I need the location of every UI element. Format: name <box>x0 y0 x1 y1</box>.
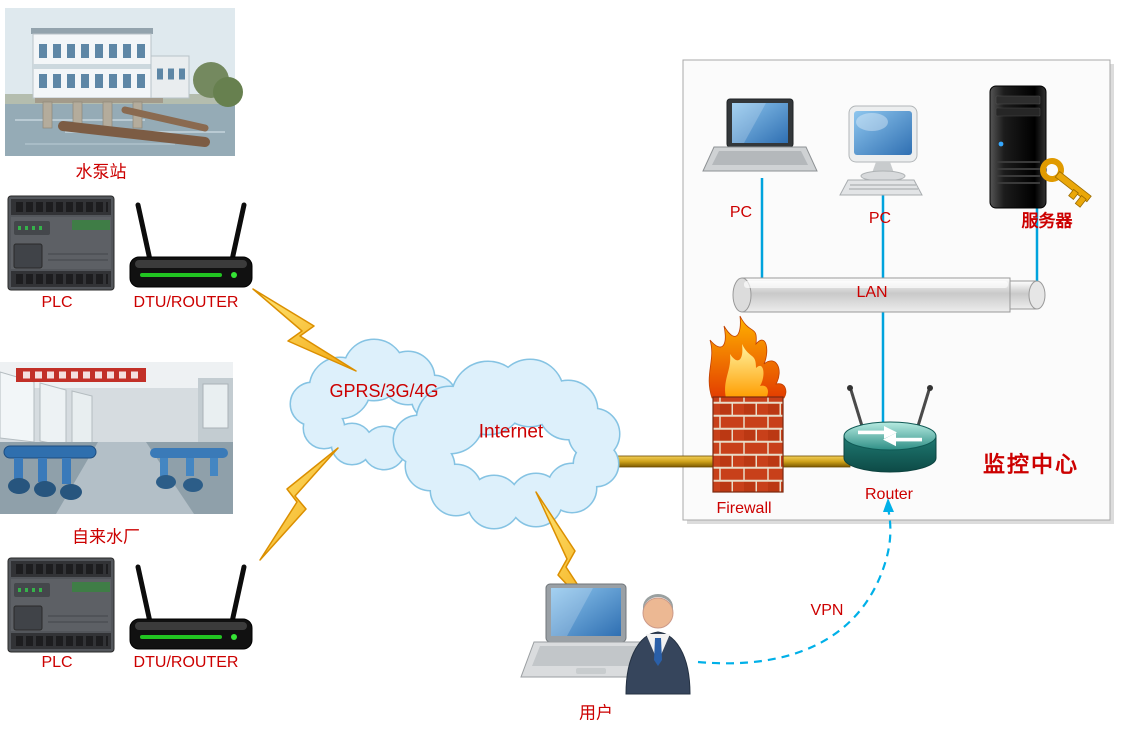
plc-label-2: PLC <box>41 654 73 671</box>
dtu-router-label-2: DTU/ROUTER <box>133 654 239 671</box>
dtu-router-label-1: DTU/ROUTER <box>133 294 239 311</box>
water-plant-label: 自来水厂 <box>72 527 140 547</box>
pc-laptop-label: PC <box>729 204 753 221</box>
plc-device-2 <box>8 558 114 652</box>
pump-station-label: 水泵站 <box>75 162 127 182</box>
gprs-label: GPRS/3G/4G <box>329 381 439 401</box>
lightning-bolt-2 <box>259 447 339 561</box>
plc-label-1: PLC <box>41 294 73 311</box>
pc-desktop-label: PC <box>868 210 892 227</box>
internet-label: Internet <box>478 421 544 443</box>
lan-pipe-icon <box>732 277 1046 313</box>
water-plant-photo <box>0 362 233 514</box>
user-person-icon <box>625 594 691 695</box>
dtu-router-device-1 <box>130 205 252 287</box>
lan-links <box>760 178 1039 430</box>
pc-laptop-icon <box>702 98 818 172</box>
firewall-label: Firewall <box>716 500 772 517</box>
pump-station-photo <box>5 8 243 156</box>
firewall-icon <box>708 315 787 493</box>
server-label: 服务器 <box>1021 211 1073 232</box>
user-laptop-icon <box>520 583 662 678</box>
dtu-router-device-2 <box>130 567 252 649</box>
server-icon <box>989 85 1047 209</box>
router-icon <box>843 385 937 473</box>
monitoring-center-title: 监控中心 <box>982 452 1080 478</box>
lightning-bolt-1 <box>252 288 357 372</box>
lan-label: LAN <box>856 284 888 301</box>
user-label: 用户 <box>579 703 613 723</box>
pc-desktop-icon <box>839 105 923 196</box>
plc-device-1 <box>8 196 114 290</box>
vpn-dashed-link <box>697 498 894 665</box>
router-label: Router <box>864 486 914 503</box>
key-icon <box>1040 158 1092 208</box>
vpn-label: VPN <box>810 602 844 619</box>
